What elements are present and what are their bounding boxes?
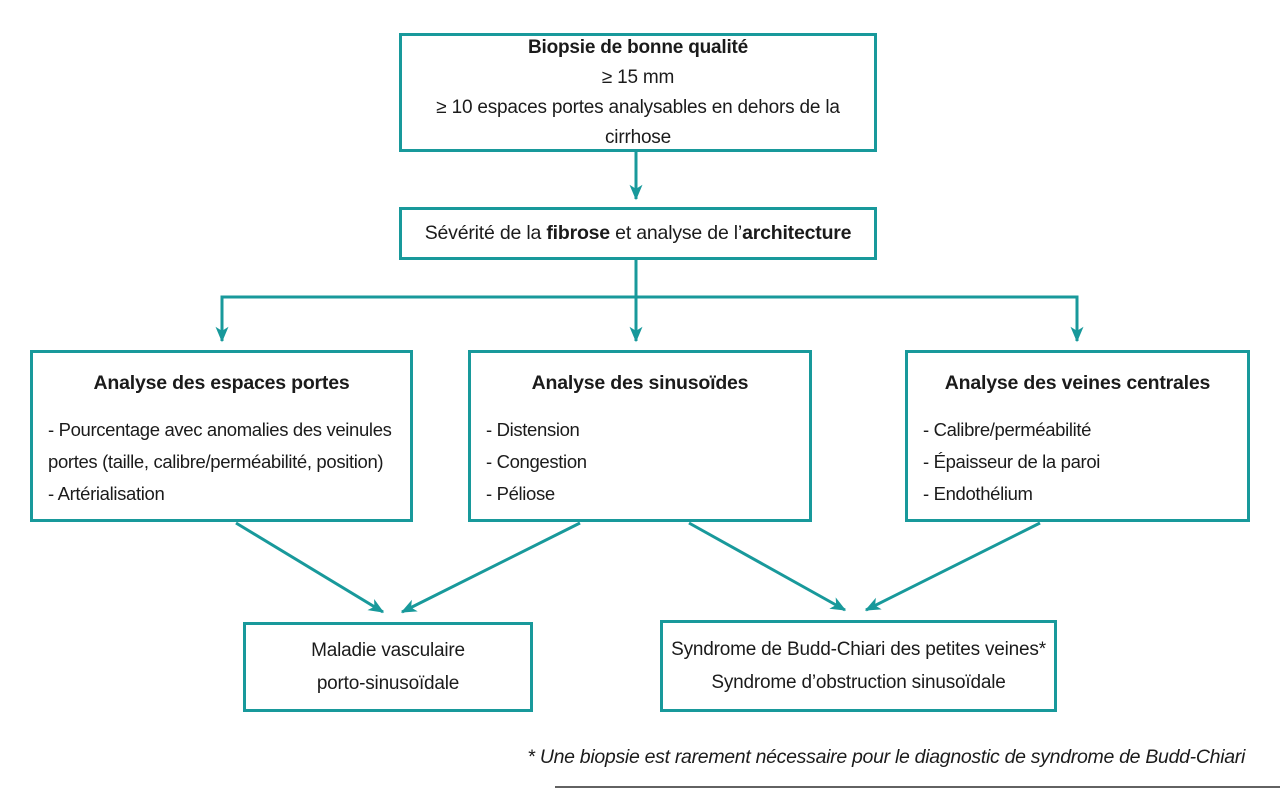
box-sinusoids-analysis: Analyse des sinusoïdes - Distension - Co…	[468, 350, 812, 522]
sinusoids-list: - Distension - Congestion - Péliose	[486, 414, 794, 510]
biopsy-title: Biopsie de bonne qualité	[527, 36, 749, 58]
central-veins-list: - Calibre/perméabilité - Épaisseur de la…	[923, 414, 1232, 510]
biopsy-criterion-length: ≥ 15 mm	[601, 66, 675, 88]
budd-line2: Syndrome d’obstruction sinusoïdale	[711, 672, 1006, 693]
box-portal-spaces-analysis: Analyse des espaces portes - Pourcentage…	[30, 350, 413, 522]
central-item-calibre: - Calibre/perméabilité	[923, 419, 1092, 440]
portal-title: Analyse des espaces portes	[93, 372, 350, 394]
sinusoids-item-congestion: - Congestion	[486, 451, 587, 472]
portal-item-arterialisation: - Artérialisation	[48, 483, 165, 504]
severity-seg3: et analyse de l’	[609, 222, 743, 244]
page-edge-rule	[555, 786, 1280, 788]
sinusoids-title: Analyse des sinusoïdes	[531, 372, 749, 394]
mvps-line2: porto-sinusoïdale	[316, 673, 460, 694]
severity-seg-fibrose: fibrose	[546, 222, 610, 244]
arrow-portal-to-mvps	[235, 521, 385, 614]
central-item-wall-thickness: - Épaisseur de la paroi	[923, 451, 1101, 472]
portal-item-percentage: - Pourcentage avec anomalies des veinule…	[48, 419, 392, 472]
arrow-central-to-budd	[864, 521, 1041, 612]
box-biopsy-quality: Biopsie de bonne qualité ≥ 15 mm ≥ 10 es…	[399, 33, 877, 152]
sinusoids-item-distension: - Distension	[486, 419, 580, 440]
central-item-endothelium: - Endothélium	[923, 483, 1033, 504]
footnote-budd-chiari: * Une biopsie est rarement nécessaire po…	[527, 746, 1245, 768]
severity-seg-architecture: architecture	[742, 222, 852, 244]
severity-seg1: Sévérité de la	[424, 222, 547, 244]
box-porto-sinusoidal-disease: Maladie vasculaire porto-sinusoïdale	[243, 622, 533, 712]
mvps-line1: Maladie vasculaire	[311, 640, 465, 661]
arrow-sinusoids-to-mvps	[400, 521, 581, 614]
severity-line: Sévérité de la fibrose et analyse de l’a…	[402, 222, 874, 245]
sinusoids-item-peliose: - Péliose	[486, 483, 555, 504]
box-budd-chiari-syndrome: Syndrome de Budd-Chiari des petites vein…	[660, 620, 1057, 712]
central-veins-title: Analyse des veines centrales	[944, 372, 1211, 394]
arrow-sinusoids-to-budd	[688, 521, 847, 612]
box-fibrosis-severity: Sévérité de la fibrose et analyse de l’a…	[399, 207, 877, 260]
biopsy-criterion-portal-spaces: ≥ 10 espaces portes analysables en dehor…	[436, 96, 840, 148]
portal-list: - Pourcentage avec anomalies des veinule…	[48, 414, 395, 510]
box-central-veins-analysis: Analyse des veines centrales - Calibre/p…	[905, 350, 1250, 522]
branch-trunk	[220, 260, 1079, 299]
budd-line1: Syndrome de Budd-Chiari des petites vein…	[671, 639, 1046, 660]
